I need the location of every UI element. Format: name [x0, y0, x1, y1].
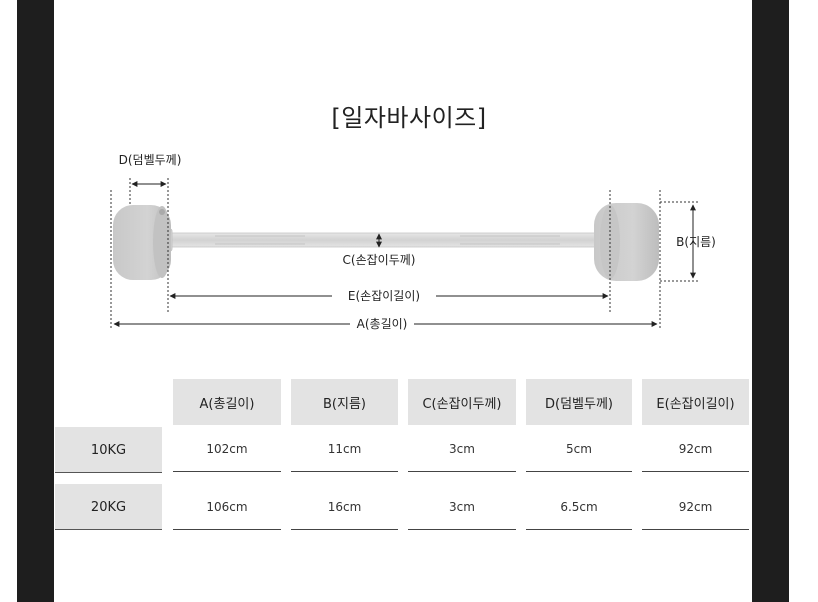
- right-frame-bar: [752, 0, 789, 602]
- table-header-e: E(손잡이길이): [642, 379, 749, 425]
- page-title: [일자바사이즈]: [331, 104, 487, 132]
- dimension-c-label: C(손잡이두께): [343, 253, 416, 267]
- table-row-label-20kg: 20KG: [55, 484, 162, 530]
- table-cell: 92cm: [642, 426, 749, 472]
- table-cell: 102cm: [173, 426, 281, 472]
- table-header-d: D(덤벨두께): [526, 379, 632, 425]
- table-header-b: B(지름): [291, 379, 398, 425]
- dimension-e-label: E(손잡이길이): [348, 289, 420, 303]
- table-row-label-10kg: 10KG: [55, 427, 162, 473]
- table-cell: 3cm: [408, 484, 516, 530]
- table-cell: 92cm: [642, 484, 749, 530]
- table-cell: 6.5cm: [526, 484, 632, 530]
- table-header-c: C(손잡이두께): [408, 379, 516, 425]
- barbell-image: [113, 203, 659, 281]
- left-frame-bar: [17, 0, 54, 602]
- table-cell: 106cm: [173, 484, 281, 530]
- dimension-a-label: A(총길이): [357, 317, 408, 331]
- table-cell: 5cm: [526, 426, 632, 472]
- dimension-d-label: D(덤벨두께): [119, 153, 182, 167]
- table-cell: 16cm: [291, 484, 398, 530]
- table-header-a: A(총길이): [173, 379, 281, 425]
- table-cell: 11cm: [291, 426, 398, 472]
- table-cell: 3cm: [408, 426, 516, 472]
- dimension-b-label: B(지름): [676, 235, 716, 249]
